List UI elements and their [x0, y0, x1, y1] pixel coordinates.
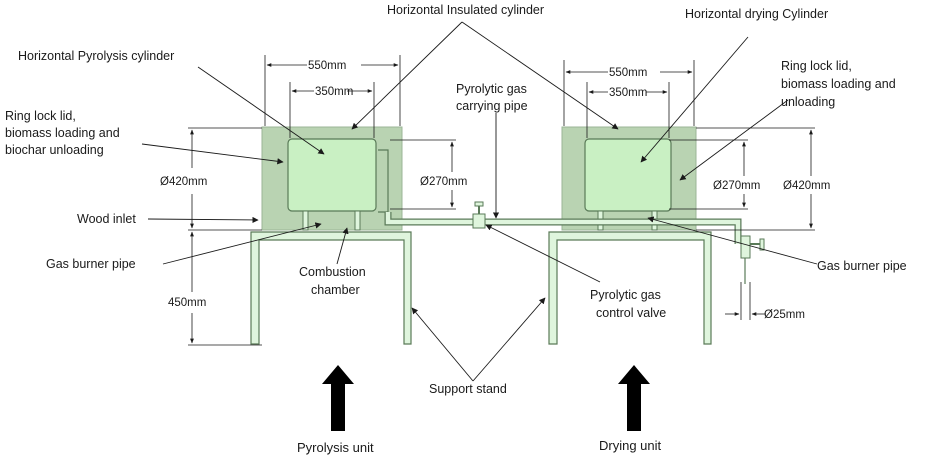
pyrolysis-unit-arrow [322, 365, 354, 431]
pyrolysis-cyl-leg-right [354, 210, 361, 231]
drying-unit [548, 126, 712, 345]
dimension-labels: 550mm 350mm 550mm 350mm Ø420mm Ø270mm Ø2… [160, 60, 830, 321]
pyrolytic-gas-control-valve [472, 201, 486, 229]
pyrolytic-gas-pipe [384, 201, 765, 284]
label-ring-lid-left-2: biomass loading and [5, 126, 120, 140]
label-gas-pipe-1: Pyrolytic gas [456, 82, 527, 96]
unit-arrows [322, 365, 650, 431]
dim-stand-height: 450mm [168, 297, 206, 309]
label-ring-lid-right-2: biomass loading and [781, 77, 896, 91]
pyrolysis-cylinder [287, 138, 377, 212]
pyrolysis-outlet-pipe [378, 149, 389, 213]
dim-inner-width-right: 350mm [609, 87, 647, 99]
drying-unit-arrow [618, 365, 650, 431]
dim-inner-width-left: 350mm [315, 86, 353, 98]
label-pyrolysis-cylinder: Horizontal Pyrolysis cylinder [18, 49, 174, 63]
leader-lines [141, 21, 818, 382]
label-ring-lid-right-3: unloading [781, 95, 835, 109]
label-drying-cylinder: Horizontal drying Cylinder [685, 7, 828, 21]
pyrolysis-cyl-leg-left [302, 210, 309, 231]
label-drying-unit: Drying unit [599, 438, 662, 453]
label-control-valve-2: control valve [596, 306, 666, 320]
dim-outer-width-left: 550mm [308, 60, 346, 72]
label-pyrolysis-unit: Pyrolysis unit [297, 440, 374, 455]
dim-outer-dia-right: Ø420mm [783, 180, 830, 192]
label-combustion-2: chamber [311, 283, 360, 297]
label-combustion-1: Combustion [299, 265, 366, 279]
labels: Horizontal Insulated cylinder Horizontal… [5, 3, 907, 455]
label-gas-burner-right: Gas burner pipe [817, 259, 907, 273]
gas-burner-valve-right [740, 235, 765, 284]
label-support-stand: Support stand [429, 382, 507, 396]
dim-inner-dia-left: Ø270mm [420, 176, 467, 188]
label-wood-inlet: Wood inlet [77, 212, 136, 226]
support-stand-left [250, 231, 412, 345]
label-gas-pipe-2: carrying pipe [456, 99, 528, 113]
dim-outer-dia-left: Ø420mm [160, 176, 207, 188]
pyrolysis-unit [250, 126, 412, 345]
label-ring-lid-left-1: Ring lock lid, [5, 109, 76, 123]
dim-outer-width-right: 550mm [609, 67, 647, 79]
support-stand-right [548, 231, 712, 345]
label-control-valve-1: Pyrolytic gas [590, 288, 661, 302]
label-ring-lid-left-3: biochar unloading [5, 143, 104, 157]
drying-cylinder [584, 138, 672, 212]
dim-pipe-dia: Ø25mm [764, 309, 805, 321]
label-gas-burner-left: Gas burner pipe [46, 257, 136, 271]
dim-inner-dia-right: Ø270mm [713, 180, 760, 192]
label-insulated-cylinder: Horizontal Insulated cylinder [387, 3, 544, 17]
dimension-lines [188, 55, 815, 346]
label-ring-lid-right-1: Ring lock lid, [781, 59, 852, 73]
